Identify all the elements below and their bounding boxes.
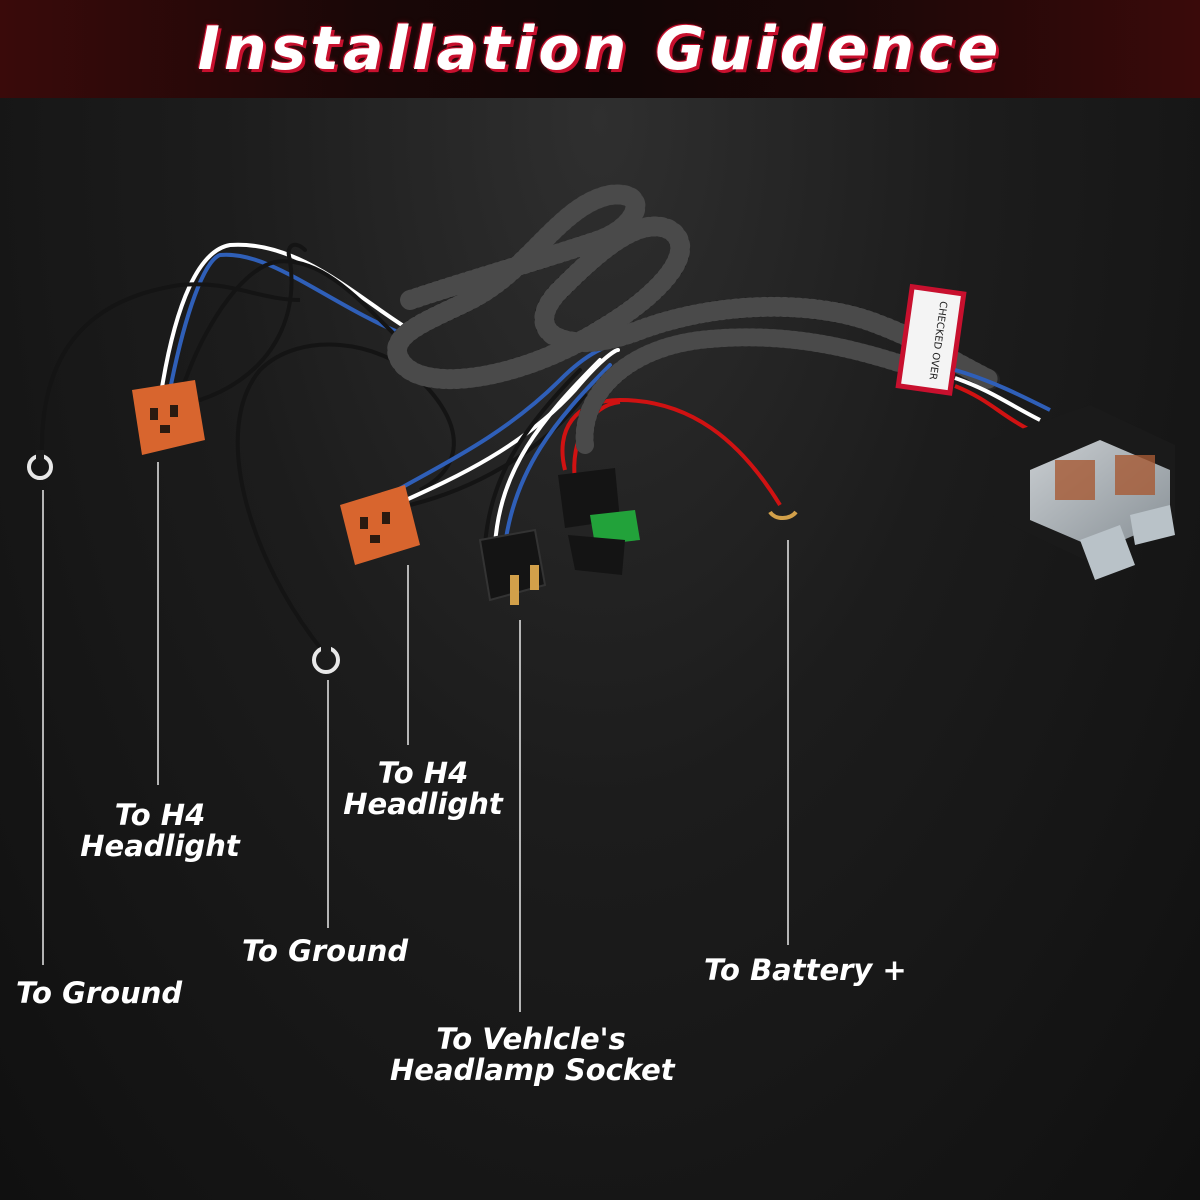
callout-line: Headlight <box>80 829 240 863</box>
callout-to-vehicle-headlamp-socket: To Vehlcle's Headlamp Socket <box>390 1022 675 1087</box>
callout-line: To Ground <box>16 976 183 1010</box>
callout-line: To Vehlcle's <box>436 1022 626 1056</box>
callout-to-h4-headlight-left: To H4 Headlight <box>80 800 240 862</box>
harness-tag: CHECKED OVER <box>895 283 967 396</box>
left-ground-wire <box>39 282 301 456</box>
relay-module <box>990 405 1175 580</box>
socket-wires <box>483 358 612 547</box>
callout-to-battery: To Battery + <box>704 955 907 986</box>
callout-line: To Ground <box>242 934 409 968</box>
h4-connector-left <box>132 380 205 455</box>
callout-to-ground-left: To Ground <box>16 978 182 1009</box>
callout-line: To H4 <box>114 798 206 832</box>
center-ground-wire <box>235 342 456 652</box>
page-title: Installation Guidence <box>197 14 1003 84</box>
callout-line: To Battery + <box>704 953 907 987</box>
left-h4-wires <box>158 242 412 404</box>
title-banner: Installation Guidence <box>0 0 1200 98</box>
fuse-holder <box>558 468 640 575</box>
ring-terminal-battery <box>768 510 798 520</box>
callout-line: Headlight <box>343 787 503 821</box>
callout-to-ground-center: To Ground <box>242 936 408 967</box>
callout-to-h4-headlight-center: To H4 Headlight <box>342 758 504 820</box>
callout-leaders <box>42 462 789 1012</box>
callout-line: Headlamp Socket <box>390 1053 675 1087</box>
coiled-loom <box>387 184 1000 454</box>
relay-wires <box>954 368 1051 432</box>
battery-wire <box>560 397 782 507</box>
h4-connector-center <box>340 485 420 565</box>
callout-line: To H4 <box>377 756 469 790</box>
vehicle-socket-plug <box>478 528 547 605</box>
